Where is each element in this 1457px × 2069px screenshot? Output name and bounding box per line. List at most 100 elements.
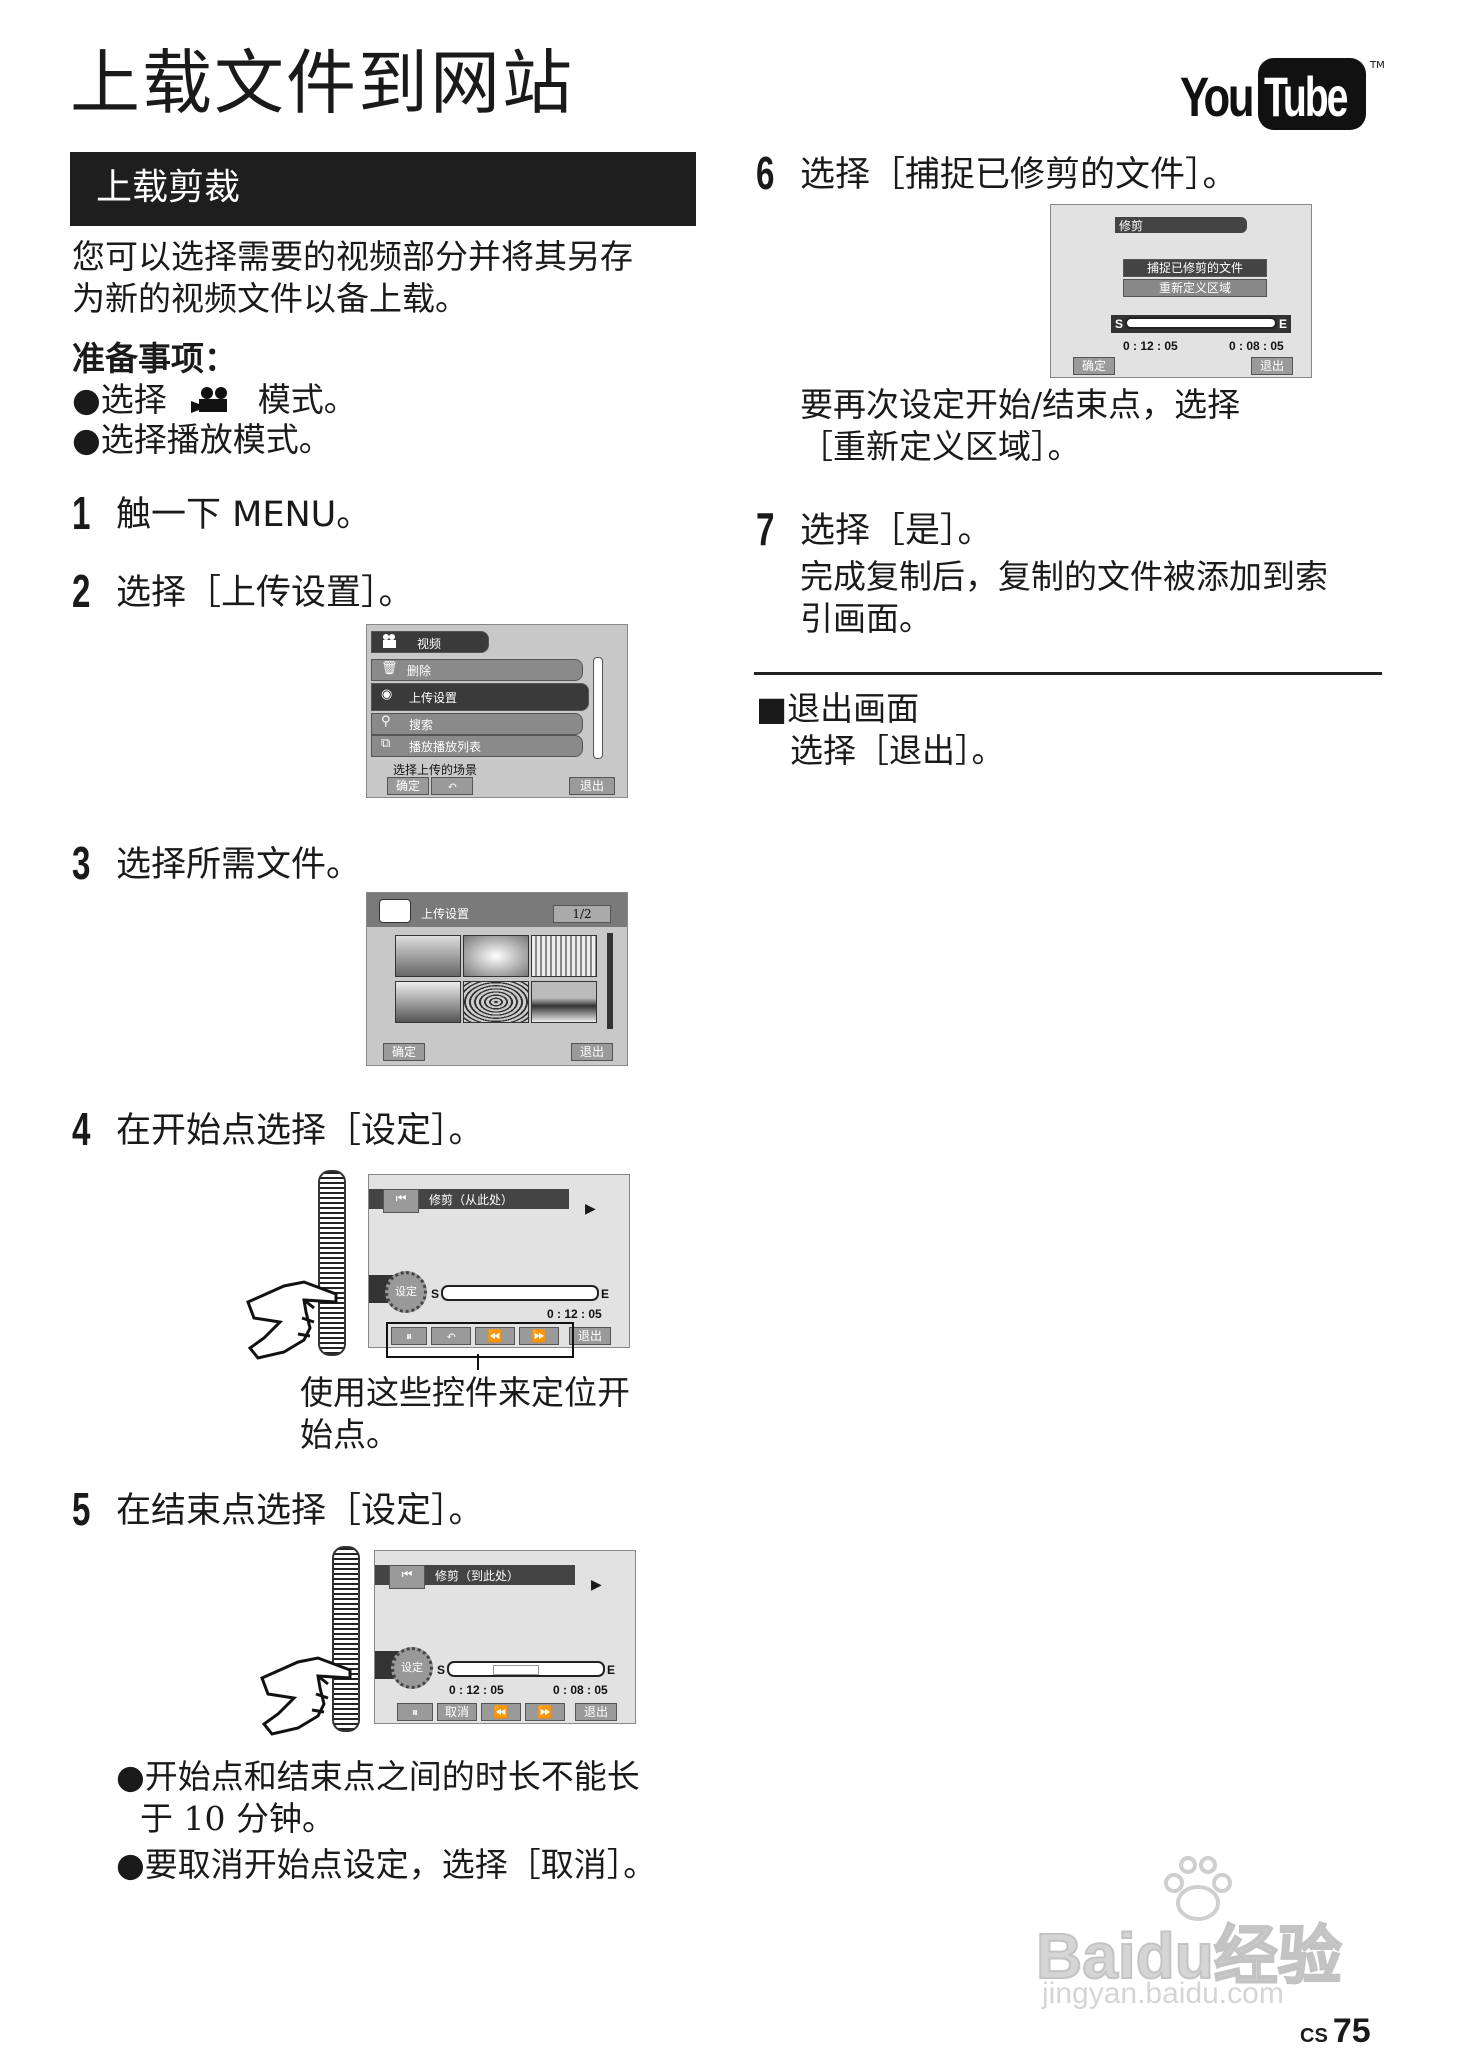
menu-ok-button[interactable]: 确定 (387, 777, 429, 795)
thumbnail-6[interactable] (531, 981, 597, 1023)
fast-forward-icon[interactable]: ⏩ (519, 1327, 559, 1345)
intro-line-1: 您可以选择需要的视频部分并将其另存 (72, 237, 633, 276)
step-3-text: 选择所需文件。 (116, 845, 362, 885)
play-icon-2[interactable]: ▶ (591, 1577, 602, 1593)
intro-line-2: 为新的视频文件以备上载。 (72, 279, 468, 318)
logo-tube-box (1258, 58, 1366, 130)
page-number: CS 75 (1300, 2012, 1371, 2051)
page-num: 75 (1332, 2012, 1371, 2050)
trim-s-label: S (1115, 317, 1124, 331)
start-time: 0 : 12 : 05 (547, 1307, 602, 1321)
trim-time-1: 0 : 12 : 05 (1123, 339, 1178, 353)
exit-heading: ■退出画面 (756, 689, 920, 728)
zoom-dial-2[interactable] (332, 1546, 360, 1732)
step-7-body-2: 引画面。 (800, 599, 932, 638)
start-title-bar (369, 1189, 569, 1209)
step-6-body-1: 要再次设定开始/结束点，选择 (800, 385, 1241, 424)
menu-item-search-label: 搜索 (409, 718, 434, 732)
index-title: 上传设置 (421, 907, 470, 921)
step-1-number: 1 (72, 487, 91, 539)
step-6-number: 6 (756, 147, 775, 199)
menu-quit-button[interactable]: 退出 (569, 777, 615, 795)
step-5-number: 5 (72, 1483, 91, 1535)
end-quit-button[interactable]: 退出 (575, 1703, 617, 1721)
index-video-icon (379, 899, 411, 923)
end-time-2: 0 : 08 : 05 (553, 1683, 608, 1697)
page-lang: CS (1300, 2025, 1328, 2047)
zoom-dial[interactable] (318, 1170, 346, 1356)
menu-hint: 选择上传的场景 (393, 763, 478, 777)
pause-icon[interactable]: ⏸ (391, 1327, 427, 1345)
step-5-text: 在结束点选择［设定］。 (116, 1491, 484, 1531)
menu-item-upload[interactable] (371, 683, 589, 711)
step-5-note-2: ●要取消开始点设定，选择［取消］。 (116, 1845, 657, 1884)
trim-capture-option[interactable]: 捕捉已修剪的文件 (1123, 259, 1267, 277)
trim-e-label: E (1279, 317, 1288, 331)
menu-item-playlist-label: 播放播放列表 (409, 740, 482, 754)
start-set-button[interactable]: 设定 (385, 1271, 427, 1313)
end-e-label: E (607, 1663, 616, 1677)
index-quit-button[interactable]: 退出 (571, 1043, 613, 1061)
thumbnail-1[interactable] (395, 935, 461, 977)
start-trim-bar[interactable] (441, 1285, 599, 1301)
prep-item-1-prefix: ●选择 (72, 380, 167, 419)
exit-body: 选择［退出］。 (790, 731, 1005, 770)
callout-line (477, 1354, 479, 1370)
prep-item-2: ●选择播放模式。 (72, 420, 332, 459)
fast-forward-icon-2[interactable]: ⏩ (525, 1703, 565, 1721)
trim-ok-button[interactable]: 确定 (1073, 357, 1115, 375)
step-6-body-2: ［重新定义区域］。 (800, 427, 1081, 466)
section-title: 上载剪裁 (96, 167, 241, 208)
start-screen: ⏮ 修剪（从此处） ▶ 设定 S E 0 : 12 : 05 ⏸ ↶ ⏪ ⏩ 退… (368, 1174, 630, 1348)
index-scrollbar[interactable] (607, 933, 613, 1029)
thumbnail-2[interactable] (463, 935, 529, 977)
start-s-label: S (431, 1287, 440, 1301)
playlist-icon: ⧉ (381, 736, 391, 751)
skip-back-icon-2[interactable]: ⏮ (389, 1565, 425, 1589)
section-divider (754, 672, 1382, 675)
logo-tm: TM (1370, 60, 1385, 71)
menu-scrollbar[interactable] (593, 657, 603, 759)
step-7-text: 选择［是］。 (800, 511, 993, 551)
skip-back-icon[interactable]: ⏮ (383, 1189, 419, 1213)
pause-icon-2[interactable]: ⏸ (397, 1703, 433, 1721)
thumbnail-4[interactable] (395, 981, 461, 1023)
start-e-label: E (601, 1287, 610, 1301)
end-set-button[interactable]: 设定 (391, 1647, 433, 1689)
step-7-number: 7 (756, 503, 775, 555)
rewind-icon-2[interactable]: ⏪ (481, 1703, 521, 1721)
watermark-url: jingyan.baidu.com (1042, 1977, 1284, 2010)
step-2-number: 2 (72, 565, 91, 617)
menu-item-delete[interactable] (371, 659, 583, 681)
page-title: 上载文件到网站 (70, 42, 574, 124)
index-screen: 上传设置 1/2 确定 退出 (366, 892, 628, 1066)
step-4-caption-1: 使用这些控件来定位开 (300, 1373, 630, 1412)
index-ok-button[interactable]: 确定 (383, 1043, 425, 1061)
hand-pointer-icon (246, 1280, 338, 1360)
step-3-number: 3 (72, 837, 91, 889)
end-time-1: 0 : 12 : 05 (449, 1683, 504, 1697)
menu-item-playlist[interactable] (371, 735, 583, 757)
trim-range-bar (1125, 317, 1277, 329)
video-icon (383, 634, 396, 648)
menu-item-search[interactable] (371, 713, 583, 735)
thumbnail-3[interactable] (531, 935, 597, 977)
trim-redefine-option[interactable]: 重新定义区域 (1123, 279, 1267, 297)
menu-screen: 视频 🗑 删除 ◉ 上传设置 ⚲ 搜索 ⧉ 播放播放列表 选择上传的场景 确定 … (366, 624, 628, 798)
menu-back-button[interactable]: ↶ (431, 777, 473, 795)
video-mode-icon (191, 387, 228, 413)
undo-icon[interactable]: ↶ (431, 1327, 471, 1345)
end-cancel-button[interactable]: 取消 (437, 1703, 477, 1721)
play-icon[interactable]: ▶ (585, 1201, 596, 1217)
trim-quit-button[interactable]: 退出 (1251, 357, 1293, 375)
start-quit-button[interactable]: 退出 (569, 1327, 611, 1345)
step-7-body-1: 完成复制后，复制的文件被添加到索 (800, 557, 1328, 596)
thumbnail-5[interactable] (463, 981, 529, 1023)
step-5-note-1-line-2: 于 10 分钟。 (140, 1799, 335, 1838)
controls-highlight (386, 1322, 574, 1358)
rewind-icon[interactable]: ⏪ (475, 1327, 515, 1345)
watermark: Baidu经验 jingyan.baidu.com (1035, 1855, 1386, 2010)
prep-heading: 准备事项： (72, 339, 237, 378)
start-title: 修剪（从此处） (429, 1193, 514, 1207)
index-page: 1/2 (553, 905, 611, 923)
